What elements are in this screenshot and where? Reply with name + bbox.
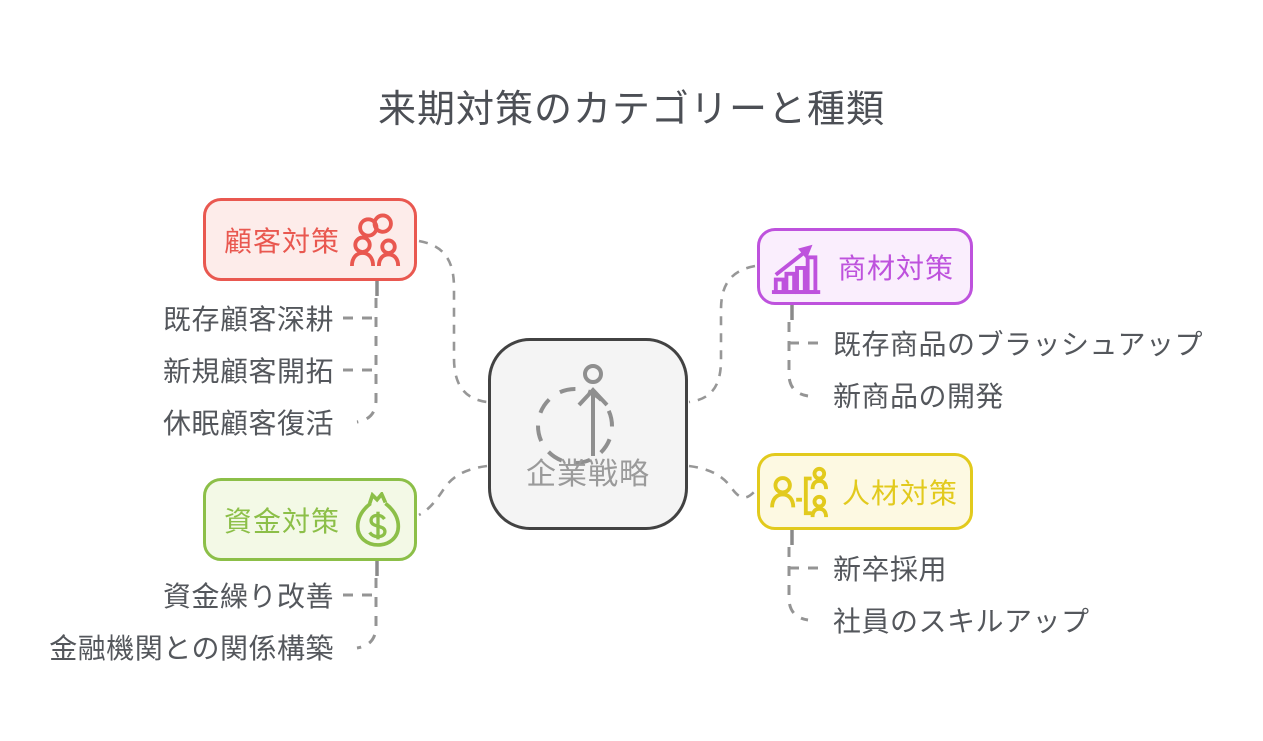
node-customer-measures: 顧客対策	[203, 198, 417, 281]
node-hr-label: 人材対策	[842, 477, 959, 509]
list-item: 新商品の開発	[833, 381, 1005, 412]
node-hr-measures: 人材対策	[757, 453, 973, 530]
team-structure-icon	[770, 465, 832, 519]
list-item: 休眠顧客復活	[162, 408, 334, 439]
customers-icon	[350, 213, 402, 267]
list-item: 新卒採用	[833, 554, 948, 585]
node-product-label: 商材対策	[838, 252, 955, 284]
page-title: 来期対策のカテゴリーと種類	[377, 89, 885, 131]
center-node-strategy: 企業戦略	[488, 338, 688, 530]
node-funding-measures: 資金対策	[203, 478, 417, 561]
node-product-measures: 商材対策	[757, 228, 973, 305]
list-item: 社員のスキルアップ	[833, 606, 1090, 637]
node-funding-label: 資金対策	[224, 505, 341, 537]
growth-arrow-icon	[536, 364, 614, 465]
money-bag-icon	[354, 491, 402, 548]
list-item: 新規顧客開拓	[162, 356, 334, 387]
list-item: 金融機関との関係構築	[49, 633, 334, 664]
node-customer-label: 顧客対策	[224, 225, 341, 257]
sales-growth-chart-icon	[770, 239, 826, 295]
list-item: 既存商品のブラッシュアップ	[833, 329, 1203, 360]
list-item: 既存顧客深耕	[162, 304, 334, 335]
list-item: 資金繰り改善	[162, 581, 334, 612]
center-node-label: 企業戦略	[526, 458, 650, 491]
